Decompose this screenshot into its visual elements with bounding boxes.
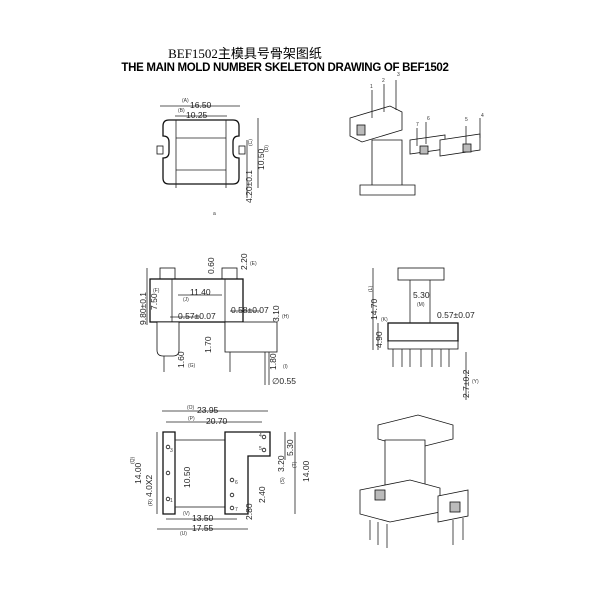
- dim-0-58: 0.58±0.07: [231, 305, 269, 315]
- dim-2-80: 2.80: [244, 503, 254, 520]
- tag-s: (S): [280, 477, 286, 484]
- pin-label-5: 5: [259, 446, 262, 452]
- pin-label-1: 1: [170, 498, 173, 504]
- dim-17-55: 17.55: [192, 523, 214, 533]
- dim-2-7: 2.7±0.2: [461, 369, 471, 398]
- dim-10-25: 10.25: [186, 110, 208, 120]
- dim-11-40: 11.40: [190, 287, 211, 297]
- tag-i: (I): [283, 364, 288, 370]
- bottom-view: (O) 23.95 (P) 20.70 (Q) 14.00 (R) 4.0X2 …: [130, 405, 311, 537]
- pin-label-3: 3: [170, 448, 173, 454]
- isometric-view-pins-up: 1 2 3 4 5 6 7: [349, 72, 484, 196]
- dim-14-70: 14.70: [369, 298, 379, 320]
- front-view: 0.60 2.20 (E) 9.80±0.1 7.50 (F) 11.40 (J…: [138, 253, 296, 386]
- tag-d: (D): [264, 145, 270, 152]
- tag-y: (Y): [472, 379, 479, 385]
- tag-u: (U): [180, 531, 187, 537]
- tag-l: (L): [368, 286, 374, 292]
- tag-t: (T): [292, 461, 298, 468]
- dim-1-60: 1.60: [176, 351, 186, 368]
- title-english: THE MAIN MOLD NUMBER SKELETON DRAWING OF…: [121, 62, 448, 74]
- dim-1-80: 1.80: [268, 353, 278, 370]
- dim-20-70: 20.70: [206, 416, 228, 426]
- dim-2-40: 2.40: [257, 486, 267, 503]
- dim-16-50: 16.50: [190, 100, 212, 110]
- pin-label-5: 5: [465, 117, 468, 123]
- dim-14-00-right: 14.00: [301, 460, 311, 482]
- dim-14-00-left: 14.00: [133, 462, 143, 484]
- dim-10-50: 10.50: [256, 148, 266, 170]
- tag-j: (J): [183, 297, 189, 303]
- tag-g: (G): [188, 363, 196, 369]
- pin-label-6: 6: [235, 480, 238, 486]
- tag-r: (R): [148, 499, 154, 506]
- tag-v: (V): [183, 511, 190, 517]
- dim-13-50: 13.50: [192, 513, 214, 523]
- tag-m: (M): [417, 302, 425, 308]
- tag-p: (P): [188, 416, 195, 422]
- marker-a: a: [213, 211, 216, 217]
- dim-5-30: 5.30: [285, 439, 295, 456]
- dim-0-57: 0.57±0.07: [178, 311, 216, 321]
- dim-0-60: 0.60: [206, 257, 216, 274]
- tag-q: (Q): [130, 456, 136, 464]
- dim-4-20: 4.20±0.1: [244, 170, 254, 203]
- dim-23-95: 23.95: [197, 405, 219, 415]
- side-view: (L) 14.70 5.30 (M) 0.57±0.07 (K) 4.90 2.…: [368, 267, 479, 400]
- tag-o: (O): [187, 405, 195, 411]
- dim-4-0x2: 4.0X2: [144, 475, 154, 497]
- pin-label-7: 7: [235, 507, 238, 513]
- tag-h: (H): [282, 314, 289, 320]
- pin-label-4: 4: [481, 113, 484, 119]
- pin-label-1: 1: [370, 84, 373, 90]
- dim-10-50: 10.50: [182, 466, 192, 488]
- tag-c: (C): [248, 139, 254, 146]
- pin-label-2: 2: [382, 78, 385, 84]
- dim-1-70: 1.70: [203, 336, 213, 353]
- pin-label-3: 3: [397, 72, 400, 78]
- title-chinese: BEF1502主模具号骨架图纸: [168, 46, 322, 61]
- dim-2-20: 2.20: [239, 253, 249, 270]
- tag-a: (A): [182, 98, 189, 104]
- tag-k: (K): [381, 317, 388, 323]
- dim-3-10: 3.10: [271, 305, 281, 322]
- dim-7-50: 7.50: [149, 293, 159, 310]
- dim-4-90: 4.90: [374, 331, 384, 348]
- pin-label-7: 7: [416, 122, 419, 128]
- dim-5-30: 5.30: [413, 290, 430, 300]
- tag-f: (F): [153, 288, 160, 294]
- top-view: (A) 16.50 (B) 10.25 10.50 (D) 4.20±0.1 (…: [156, 98, 270, 217]
- isometric-view-pins-down: [359, 414, 469, 548]
- pin-label-6: 6: [427, 116, 430, 122]
- tag-b: (B): [178, 108, 185, 114]
- dim-3-20: 3.20: [276, 455, 286, 472]
- pin-label-4: 4: [259, 433, 262, 439]
- tag-e: (E): [250, 261, 257, 267]
- dim-9-80: 9.80±0.1: [138, 292, 148, 325]
- dim-pin-diameter: ∅0.55: [272, 376, 296, 386]
- dim-0-57: 0.57±0.07: [437, 310, 475, 320]
